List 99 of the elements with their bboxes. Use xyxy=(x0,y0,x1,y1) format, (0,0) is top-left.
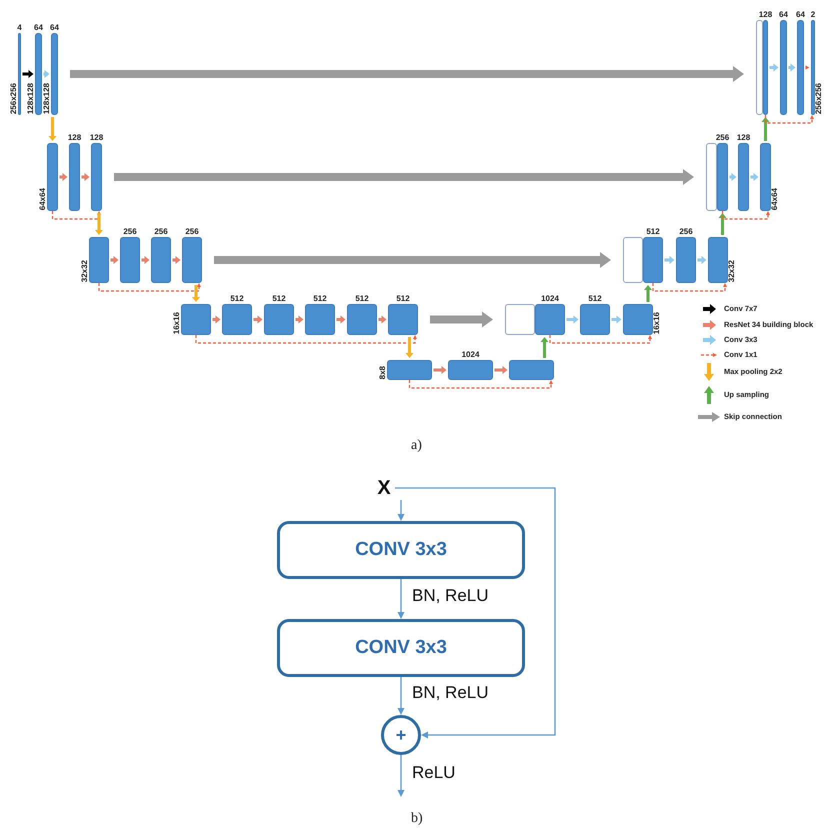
dashed-arrow xyxy=(408,380,553,389)
size-label: 256x256 xyxy=(815,82,823,114)
arrow xyxy=(434,366,446,374)
channel-count: 64 xyxy=(779,11,788,19)
conv-block xyxy=(277,619,525,677)
channel-count: 512 xyxy=(230,295,244,303)
concatenated-feature-map xyxy=(756,20,763,115)
arrow xyxy=(395,487,556,738)
plus-sign: + xyxy=(396,726,406,744)
block-title: CONV 3x3 xyxy=(355,538,447,562)
size-label: 32x32 xyxy=(728,260,736,282)
edge-label: BN, ReLU xyxy=(412,586,489,604)
arrow xyxy=(214,252,611,268)
arrow xyxy=(398,579,404,619)
channel-count: 256 xyxy=(123,228,137,236)
channel-count: 256 xyxy=(154,228,168,236)
dashed-arrow xyxy=(52,211,101,220)
dashed-arrow xyxy=(652,283,727,292)
arrow xyxy=(296,316,304,324)
arrow xyxy=(698,256,706,264)
arrow xyxy=(192,285,200,302)
arrow xyxy=(22,70,34,78)
dashed-arrow xyxy=(195,335,417,344)
channel-count: 512 xyxy=(272,295,286,303)
arrow xyxy=(48,117,56,141)
dashed-arrow xyxy=(98,283,201,292)
arrow xyxy=(406,337,414,358)
channel-count: 512 xyxy=(588,295,602,303)
arrow xyxy=(254,316,262,324)
channel-count: 512 xyxy=(313,295,327,303)
arrow xyxy=(44,70,50,78)
arrow xyxy=(212,316,220,324)
arrow xyxy=(664,256,674,264)
concatenated-feature-map xyxy=(623,237,643,283)
arrow xyxy=(378,316,386,324)
channel-count: 128 xyxy=(736,134,750,142)
arrow xyxy=(398,500,404,521)
concatenated-feature-map xyxy=(505,304,535,335)
size-label: 64x64 xyxy=(39,188,47,210)
concatenated-feature-map xyxy=(706,143,717,211)
size-label: 8x8 xyxy=(379,366,387,379)
panel-caption: b) xyxy=(411,812,423,826)
channel-count: 64 xyxy=(796,11,805,19)
channel-count: 64 xyxy=(34,24,43,32)
panel-caption: a) xyxy=(411,439,422,453)
arrow xyxy=(95,213,103,235)
arrow xyxy=(718,213,726,235)
channel-count: 1024 xyxy=(462,351,480,359)
arrow xyxy=(494,366,508,374)
arrow xyxy=(730,173,736,181)
size-label: 16x16 xyxy=(173,312,181,334)
conv-block xyxy=(277,521,525,579)
size-label: 128x128 xyxy=(43,82,51,114)
dashed-arrow xyxy=(549,335,652,344)
arrow xyxy=(644,285,652,302)
arrow xyxy=(770,64,778,72)
channel-count: 64 xyxy=(50,24,59,32)
arrow xyxy=(788,64,796,72)
dashed-arrow xyxy=(764,115,814,124)
input-label: X xyxy=(373,476,395,500)
size-label: 64x64 xyxy=(771,188,779,210)
channel-count: 128 xyxy=(758,11,772,19)
arrow xyxy=(612,316,622,324)
dashed-arrow xyxy=(722,211,770,220)
arrow xyxy=(398,755,404,797)
channel-count: 256 xyxy=(679,228,693,236)
arrow xyxy=(762,117,770,141)
feature-map-bar xyxy=(509,360,554,380)
channel-count: 128 xyxy=(90,134,104,142)
size-label: 128x128 xyxy=(27,82,35,114)
channel-count: 512 xyxy=(646,228,660,236)
arrow xyxy=(142,256,150,264)
arrow xyxy=(172,256,180,264)
size-label: 16x16 xyxy=(653,312,661,334)
channel-count: 128 xyxy=(68,134,82,142)
edge-label: ReLU xyxy=(412,764,456,780)
channel-count: 512 xyxy=(355,295,369,303)
arrow xyxy=(114,169,694,185)
arrow xyxy=(60,173,68,181)
size-label: 32x32 xyxy=(81,260,89,282)
arrow xyxy=(82,173,90,181)
arrow xyxy=(398,677,404,715)
channel-count: 2 xyxy=(810,11,816,19)
arrow xyxy=(566,316,578,324)
edge-label: BN, ReLU xyxy=(412,684,489,700)
block-title: CONV 3x3 xyxy=(355,636,447,660)
channel-count: 4 xyxy=(17,24,22,32)
arrow xyxy=(430,312,493,328)
size-label: 256x256 xyxy=(10,82,18,114)
arrow xyxy=(336,316,346,324)
dashed-arrow xyxy=(804,66,810,70)
arrow xyxy=(540,337,548,358)
arrow xyxy=(70,66,744,82)
channel-count: 256 xyxy=(716,134,730,142)
arrow xyxy=(750,173,758,181)
channel-count: 1024 xyxy=(541,295,559,303)
channel-count: 256 xyxy=(185,228,199,236)
arrow xyxy=(110,256,118,264)
channel-count: 512 xyxy=(396,295,410,303)
